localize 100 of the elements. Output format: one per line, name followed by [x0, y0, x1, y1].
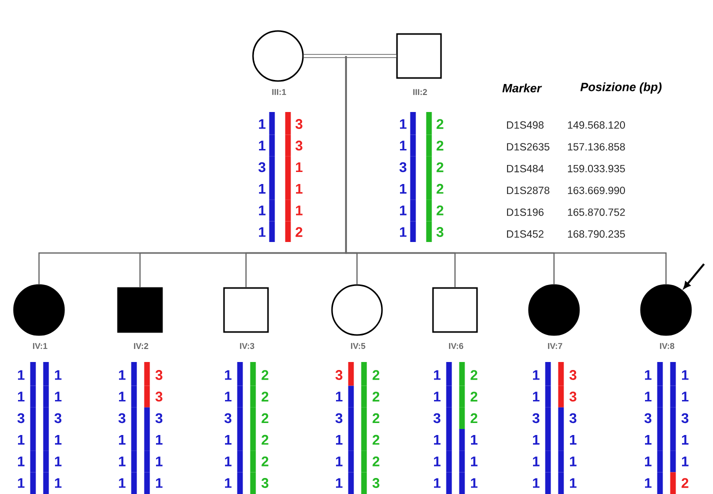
- allele-number: 1: [55, 456, 62, 466]
- allele-number: 1: [533, 478, 540, 488]
- allele-number: 1: [400, 206, 406, 216]
- allele-number: 1: [434, 370, 440, 380]
- allele-number: 3: [118, 413, 126, 424]
- allele-number: 3: [261, 478, 268, 488]
- allele-number: 3: [569, 392, 576, 402]
- allele-number: 1: [533, 435, 540, 445]
- allele-number: 1: [225, 435, 232, 445]
- allele-number: 1: [336, 435, 342, 445]
- table-cell: 163.669.990: [568, 186, 625, 194]
- allele-number: 1: [18, 478, 24, 488]
- allele-number: 1: [55, 435, 62, 445]
- person-square: [432, 287, 478, 333]
- allele-number: 1: [55, 478, 62, 488]
- id-label: III:2: [413, 89, 427, 95]
- allele-number: 1: [55, 392, 62, 402]
- allele-number: 1: [156, 435, 162, 445]
- allele-number: 1: [259, 184, 266, 194]
- person-square: [396, 33, 442, 79]
- allele-number: 1: [296, 162, 302, 172]
- allele-number: 1: [682, 456, 688, 466]
- allele-number: 1: [570, 478, 576, 488]
- allele-number: 1: [434, 392, 440, 402]
- descent-line: [345, 56, 667, 284]
- allele-number: 1: [570, 456, 576, 466]
- allele-number: 1: [645, 478, 652, 488]
- person-circle: [252, 30, 304, 82]
- person-square: [223, 287, 269, 333]
- allele-number: 1: [18, 456, 24, 466]
- id-label: IV:7: [548, 343, 562, 349]
- allele-number: 1: [259, 119, 266, 129]
- allele-number: 1: [682, 370, 688, 380]
- allele-number: 1: [400, 140, 406, 150]
- allele-number: 3: [335, 413, 342, 424]
- allele-number: 1: [259, 140, 266, 150]
- allele-number: 1: [682, 392, 688, 402]
- allele-number: 2: [436, 206, 444, 216]
- allele-number: 1: [471, 456, 478, 466]
- allele-number: 1: [533, 392, 540, 402]
- table-header: Posizione (bp): [580, 82, 662, 94]
- allele-number: 2: [436, 162, 444, 172]
- allele-number: 1: [225, 392, 232, 402]
- allele-number: 3: [644, 413, 652, 424]
- allele-number: 3: [335, 370, 342, 380]
- allele-number: 1: [336, 456, 342, 466]
- allele-number: 3: [569, 413, 576, 424]
- allele-number: 1: [682, 435, 688, 445]
- allele-number: 2: [372, 456, 380, 466]
- allele-number: 1: [533, 370, 540, 380]
- allele-number: 1: [119, 456, 126, 466]
- allele-number: 1: [645, 392, 652, 402]
- allele-number: 2: [682, 478, 688, 488]
- allele-number: 1: [259, 206, 266, 216]
- allele-number: 1: [645, 370, 652, 380]
- allele-number: 1: [645, 435, 652, 445]
- allele-number: 3: [155, 370, 162, 380]
- table-cell: 157.136.858: [568, 143, 625, 150]
- allele-number: 1: [434, 435, 440, 445]
- allele-number: 3: [224, 413, 232, 424]
- allele-number: 1: [336, 478, 342, 488]
- allele-number: 3: [436, 227, 444, 237]
- allele-number: 3: [681, 413, 688, 424]
- allele-number: 2: [470, 370, 478, 380]
- table-cell: D1S2878: [507, 186, 550, 194]
- allele-number: 3: [532, 413, 540, 424]
- person-circle: [640, 284, 692, 336]
- allele-number: 1: [570, 435, 576, 445]
- allele-number: 2: [372, 370, 380, 380]
- proband-arrow: [684, 263, 705, 289]
- marriage-line: [304, 54, 396, 58]
- allele-number: 3: [258, 162, 266, 172]
- allele-number: 2: [296, 227, 302, 237]
- person-square: [117, 287, 163, 333]
- id-label: IV:1: [33, 343, 48, 349]
- allele-number: 1: [259, 227, 266, 237]
- allele-number: 1: [336, 392, 342, 402]
- table-cell: 165.870.752: [568, 208, 625, 216]
- table-cell: D1S498: [507, 121, 544, 129]
- allele-number: 2: [436, 119, 444, 129]
- allele-number: 2: [262, 370, 268, 380]
- allele-number: 1: [225, 456, 232, 466]
- table-header: Marker: [502, 84, 542, 92]
- allele-number: 2: [262, 392, 268, 402]
- allele-number: 2: [372, 434, 380, 445]
- allele-number: 1: [434, 456, 440, 466]
- person-circle: [528, 284, 580, 336]
- allele-number: 1: [296, 206, 302, 216]
- allele-number: 1: [18, 435, 24, 445]
- allele-number: 2: [262, 413, 268, 424]
- person-circle: [13, 284, 65, 336]
- allele-number: 2: [372, 413, 380, 424]
- table-cell: 149.568.120: [568, 121, 625, 129]
- allele-number: 1: [18, 392, 24, 402]
- table-cell: D1S2635: [507, 143, 550, 150]
- allele-number: 1: [645, 456, 652, 466]
- allele-number: 3: [372, 478, 380, 488]
- allele-number: 3: [155, 413, 162, 424]
- allele-number: 1: [18, 370, 24, 380]
- allele-number: 2: [262, 456, 268, 466]
